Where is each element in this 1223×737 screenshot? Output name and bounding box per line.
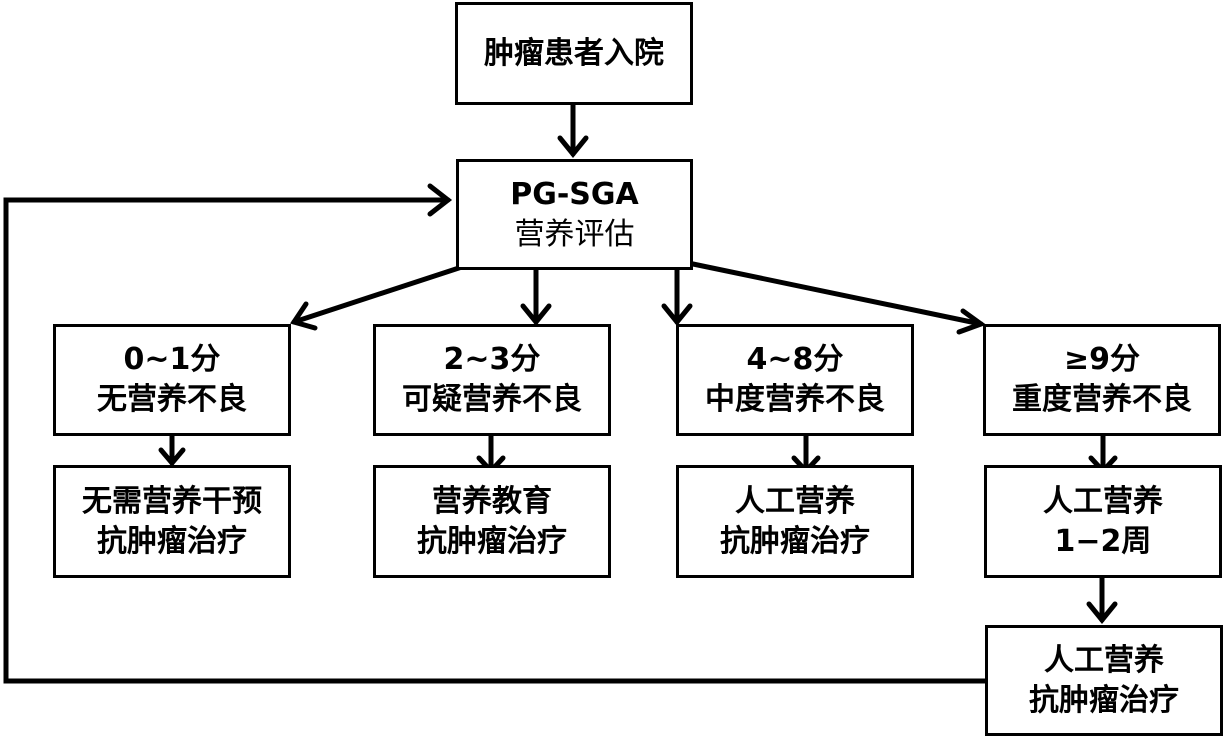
arrowhead-admission-to-assessment [557,135,589,158]
arrow-assessment-to-score-0-1 [291,262,471,325]
node-score-0-1: 0~1分 无营养不良 [53,324,291,436]
node-action-2-3-line-1: 营养教育 [432,483,552,519]
node-action-9-a: 人工营养 1−2周 [984,465,1222,578]
node-score-9-range: ≥9分 [1063,342,1140,377]
arrowhead-feedback-loop [427,183,453,217]
node-score-4-8-label: 中度营养不良 [705,382,885,417]
node-admission: 肿瘤患者入院 [455,2,693,105]
node-score-4-8-range: 4~8分 [746,342,844,377]
node-score-2-3-label: 可疑营养不良 [402,382,582,417]
node-action-4-8-line-1: 人工营养 [735,483,855,519]
arrowhead-action-9-a-to-action-9-b [1086,601,1118,624]
node-score-0-1-range: 0~1分 [123,342,221,377]
node-score-9-label: 重度营养不良 [1012,382,1192,417]
node-action-4-8-line-2: 抗肿瘤治疗 [720,523,870,559]
node-score-0-1-label: 无营养不良 [97,382,247,417]
feedback-loop-line [3,197,988,684]
node-assessment-title: PG-SGA [510,176,639,212]
node-score-2-3: 2~3分 可疑营养不良 [373,324,611,436]
node-action-2-3: 营养教育 抗肿瘤治疗 [373,465,611,578]
arrowhead-assessment-to-score-0-1 [290,301,318,331]
node-action-9-b: 人工营养 抗肿瘤治疗 [985,625,1223,736]
node-action-4-8: 人工营养 抗肿瘤治疗 [676,465,914,578]
node-assessment-label: 营养评估 [514,216,635,252]
node-action-9-a-line-2: 1−2周 [1054,523,1152,559]
arrowhead-score-0-1-to-action [158,447,186,467]
arrowhead-assessment-to-score-4-8 [661,303,693,326]
node-score-9: ≥9分 重度营养不良 [983,324,1221,436]
node-action-9-b-line-2: 抗肿瘤治疗 [1029,682,1179,718]
node-action-2-3-line-2: 抗肿瘤治疗 [417,523,567,559]
node-action-9-b-line-1: 人工营养 [1044,642,1164,678]
node-score-2-3-range: 2~3分 [443,342,541,377]
arrow-assessment-to-score-9 [690,261,984,327]
node-action-0-1-line-2: 抗肿瘤治疗 [97,523,247,559]
node-score-4-8: 4~8分 中度营养不良 [676,324,914,436]
arrowhead-assessment-to-score-2-3 [520,303,552,326]
node-action-9-a-line-1: 人工营养 [1043,483,1163,519]
arrowhead-assessment-to-score-9 [956,308,987,335]
node-action-0-1: 无需营养干预 抗肿瘤治疗 [53,465,291,578]
node-admission-label: 肿瘤患者入院 [484,35,664,71]
node-action-0-1-line-1: 无需营养干预 [82,483,262,519]
node-assessment: PG-SGA 营养评估 [456,159,693,270]
